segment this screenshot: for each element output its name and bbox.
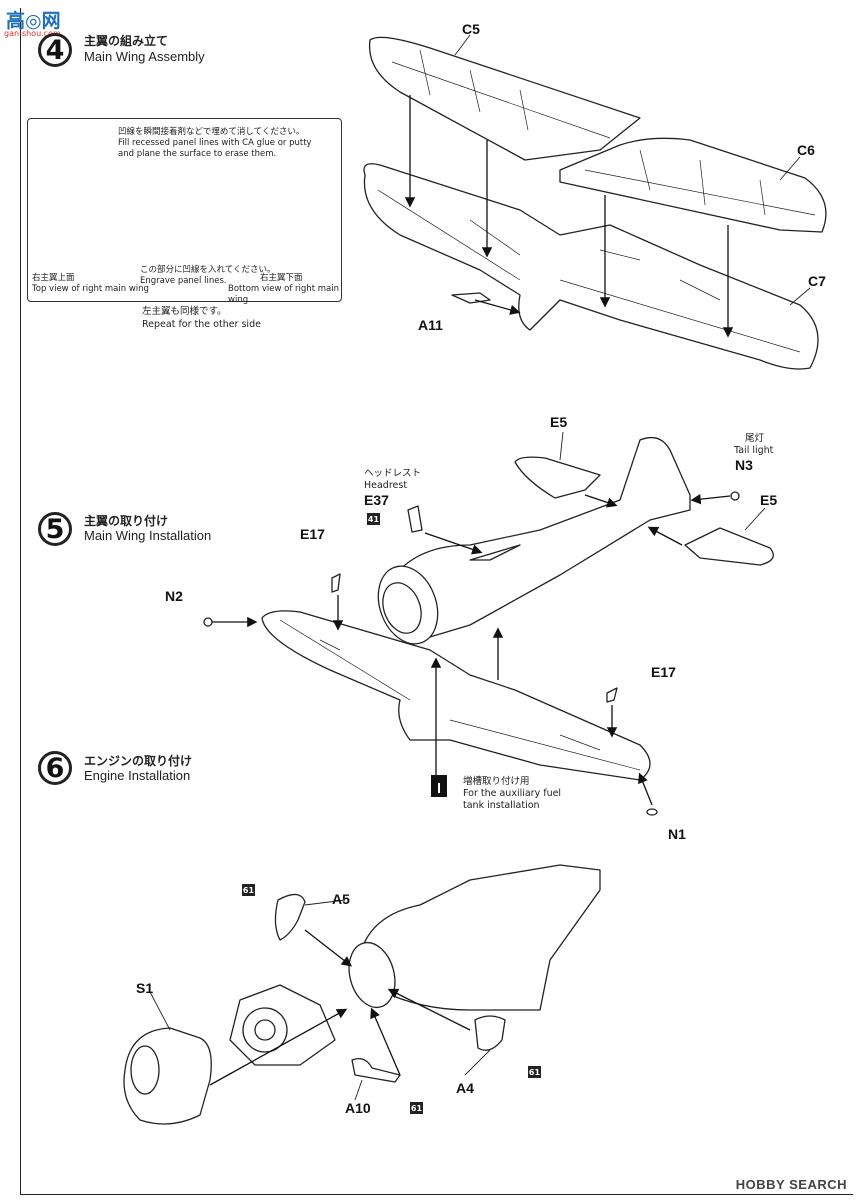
main-wing-step5 [261,610,651,781]
inset-bottom-jp: 右主翼下面 [260,273,303,283]
stabilizer-e5-right [684,527,774,566]
label-a10: A10 [345,1100,371,1116]
part-e17-left [331,573,341,593]
label-s1: S1 [136,980,154,996]
step-5-title-en: Main Wing Installation [84,528,212,543]
label-a4: A4 [456,1080,474,1096]
part-a5 [274,893,306,941]
fuselage-step6 [359,864,601,1011]
inset-top-jp: 右主翼上面 [32,273,75,283]
label-e17-left: E17 [300,526,325,542]
wing-part-c6 [559,137,827,233]
glue-mark-a4: 61 [528,1066,541,1078]
hobby-search-logo: HOBBY SEARCH [735,1177,847,1192]
part-e17-right [606,687,618,703]
wing-part-c5 [368,36,641,161]
inset-bottom-en: Bottom view of right main wing [228,284,339,305]
label-c7: C7 [808,273,826,289]
part-a11 [451,292,491,304]
label-a5: A5 [332,891,350,907]
stabilizer-e5-top [514,456,601,499]
inset-engrave-en: Engrave panel lines. [140,276,227,286]
watermark-url: gan-shou.com [4,29,61,38]
label-c6: C6 [797,142,815,158]
inset-fill-en-1: Fill recessed panel lines with CA glue o… [118,138,312,148]
watermark-logo: 高◎网 [6,10,61,32]
step-4-title-jp: 主翼の組み立て [84,34,169,48]
step-6-title-en: Engine Installation [84,768,191,783]
step-4-badge: 4 [38,33,72,67]
part-n2 [203,617,213,627]
part-a4 [474,1015,506,1051]
label-e5-right: E5 [760,492,778,508]
page-frame [20,8,853,1195]
part-n3 [730,491,740,501]
part-e37 [407,505,423,533]
inset-fill-jp: 凹線を瞬間接着剤などで埋めて消してください。 [118,127,305,137]
glue-mark-a10: 61 [410,1102,423,1114]
wing-part-c7 [363,163,819,370]
part-a10 [351,1057,401,1083]
label-c5: C5 [462,21,480,37]
inset-fill-en-2: and plane the surface to erase them. [118,149,277,159]
inset-engrave-jp: この部分に凹線を入れてください。 [140,265,276,275]
label-n3: N3 [735,457,753,473]
drop-tank-en-2: tank installation [463,800,540,811]
label-n2: N2 [165,588,183,604]
label-e37: E37 [364,492,389,508]
step-5-title-jp: 主翼の取り付け [84,514,169,528]
panel-line-inset: 凹線を瞬間接着剤などで埋めて消してください。 Fill recessed pan… [27,118,342,305]
cowling-step6 [348,941,396,1009]
label-n1: N1 [668,826,686,842]
repeat-note-en: Repeat for the other side [142,319,261,330]
tail-light-en: Tail light [734,445,774,456]
label-a11: A11 [418,317,443,333]
repeat-note-jp: 左主翼も同様です。 [142,306,227,317]
tail-light-jp: 尾灯 [745,433,765,444]
headrest-jp: ヘッドレスト [364,468,422,479]
glue-mark-a5: 61 [242,884,255,896]
drop-tank-en-1: For the auxiliary fuel [463,788,562,799]
part-n1 [646,808,658,816]
step-4-title-en: Main Wing Assembly [84,49,205,64]
drill-hole-icon [431,775,447,797]
label-e5-top: E5 [550,414,568,430]
step-5-badge: 5 [38,512,72,546]
step-6-title-jp: エンジンの取り付け [84,754,193,768]
headrest-en: Headrest [364,480,408,491]
glue-mark-e37: 41 [367,513,380,525]
label-e17-right: E17 [651,664,676,680]
inset-top-en: Top view of right main wing [32,284,149,294]
step-6-badge: 6 [38,751,72,785]
drop-tank-jp: 増槽取り付け用 [463,776,530,787]
